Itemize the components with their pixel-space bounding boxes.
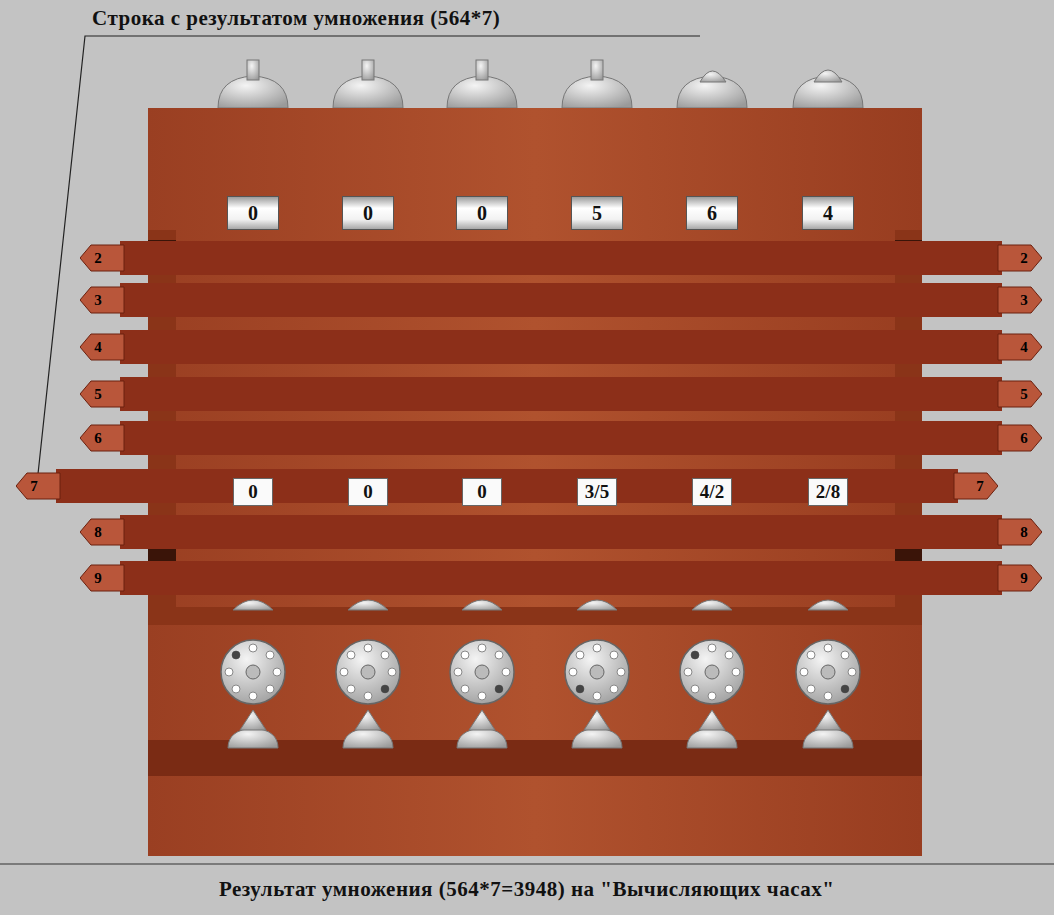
slider-shape (16, 467, 998, 505)
slider-shape (80, 559, 1042, 597)
slider-number: 3 (1020, 292, 1028, 309)
result-window: 0 (462, 478, 502, 506)
slider-number: 2 (1020, 250, 1028, 267)
digit: 6 (707, 202, 717, 225)
slider-bar: 99 (80, 559, 1042, 597)
slider-number: 6 (1020, 430, 1028, 447)
product-digits: 0 (477, 481, 487, 503)
slider-bar: 44 (80, 328, 1042, 366)
slider-shape (80, 375, 1042, 413)
input-window: 0 (456, 196, 508, 230)
top-knobs (218, 60, 863, 108)
slider-shape (80, 513, 1042, 551)
slider-number: 2 (94, 250, 102, 267)
digit: 4 (823, 202, 833, 225)
input-window: 4 (802, 196, 854, 230)
slider-bar: 7 7 0 0 0 3/5 4/2 2/8 (16, 467, 998, 505)
product-digits: 4/2 (700, 481, 724, 503)
digit: 0 (248, 202, 258, 225)
slider-bar: 55 (80, 375, 1042, 413)
digit: 0 (477, 202, 487, 225)
digit: 0 (363, 202, 373, 225)
slider-bar: 88 (80, 513, 1042, 551)
digit: 5 (592, 202, 602, 225)
input-window: 0 (227, 196, 279, 230)
slider-number: 9 (94, 570, 102, 587)
result-window: 0 (348, 478, 388, 506)
slider-number: 5 (1020, 386, 1028, 403)
slider-number: 8 (94, 524, 102, 541)
product-digits: 3/5 (585, 481, 609, 503)
slider-number: 3 (94, 292, 102, 309)
slider-shape (80, 239, 1042, 277)
setting-dials (221, 640, 860, 704)
input-window: 0 (342, 196, 394, 230)
result-window: 2/8 (808, 478, 848, 506)
lower-feet (233, 600, 848, 610)
input-window: 6 (686, 196, 738, 230)
result-window: 0 (233, 478, 273, 506)
slider-number: 8 (1020, 524, 1028, 541)
slider-number: 7 (976, 478, 984, 495)
product-digits: 0 (248, 481, 258, 503)
product-digits: 2/8 (816, 481, 840, 503)
slider-shape (80, 328, 1042, 366)
slider-number: 7 (30, 478, 38, 495)
slider-shape (80, 419, 1042, 457)
slider-bar: 66 (80, 419, 1042, 457)
result-window: 3/5 (577, 478, 617, 506)
product-digits: 0 (363, 481, 373, 503)
caption-rule (0, 863, 1054, 864)
slider-number: 4 (1020, 339, 1028, 356)
slider-number: 5 (94, 386, 102, 403)
slider-bar: 33 (80, 281, 1042, 319)
bottom-knobs (228, 710, 853, 748)
slider-shape (80, 281, 1042, 319)
slider-number: 6 (94, 430, 102, 447)
diagram-title: Строка с результатом умножения (564*7) (92, 6, 500, 31)
slider-bar: 22 (80, 239, 1042, 277)
input-window: 5 (571, 196, 623, 230)
result-window: 4/2 (692, 478, 732, 506)
slider-number: 9 (1020, 570, 1028, 587)
slider-number: 4 (94, 339, 102, 356)
diagram-caption: Результат умножения (564*7=3948) на "Выч… (219, 877, 834, 902)
